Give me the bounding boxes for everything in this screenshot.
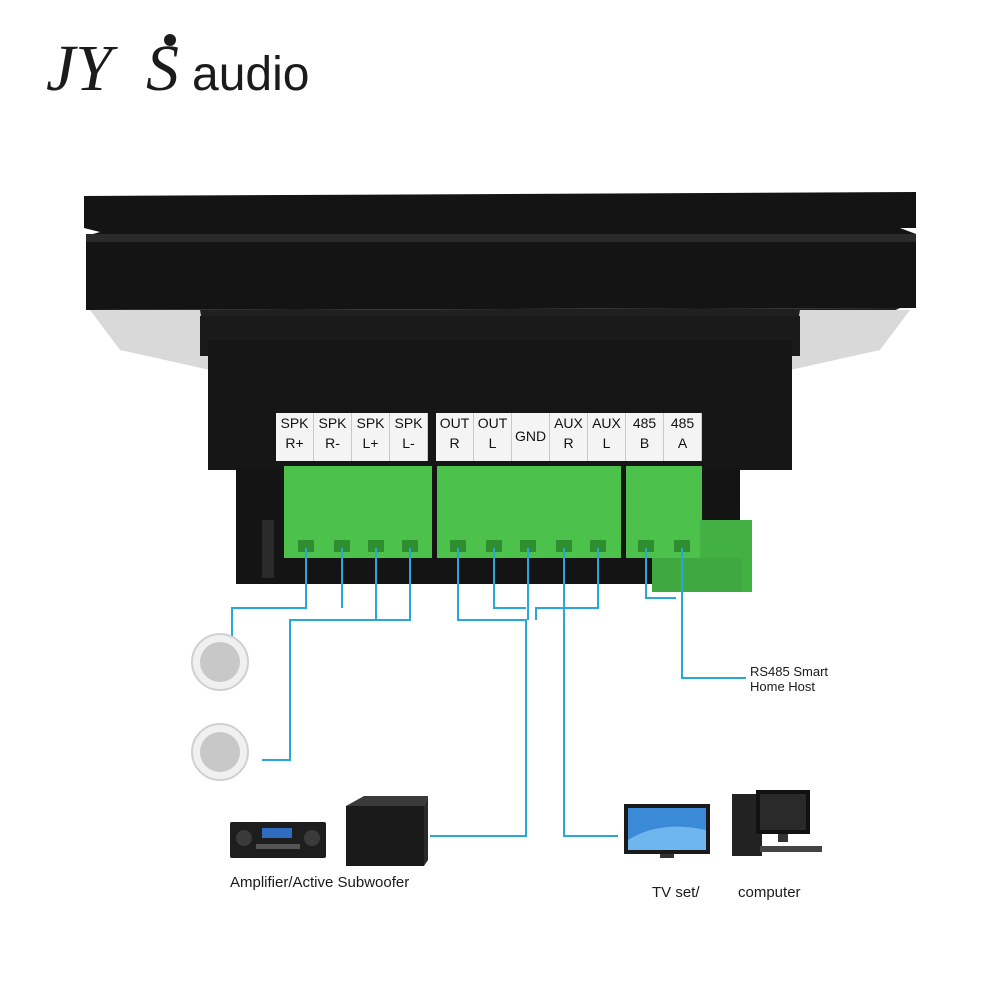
subwoofer-icon (346, 796, 428, 866)
ceiling-speaker-icon (191, 723, 249, 781)
rs485-host-label: RS485 Smart Home Host (750, 664, 829, 694)
terminal-blocks (284, 466, 752, 592)
amplifier-caption: Amplifier/Active Subwoofer (230, 874, 410, 891)
wires (231, 548, 746, 837)
svg-text:audio: audio (192, 48, 309, 101)
rs485-terminal-block (626, 466, 702, 558)
computer-icon (732, 790, 822, 856)
amplifier-icon (230, 822, 326, 858)
tv-caption: TV set/ (652, 884, 700, 901)
svg-text:JY: JY (46, 32, 118, 105)
jys-audio-logo: JY S audio (46, 32, 309, 105)
tv-icon (624, 804, 710, 858)
ceiling-speaker-icon (191, 633, 249, 691)
computer-caption: computer (738, 884, 801, 901)
terminal-label: GND (512, 413, 550, 461)
